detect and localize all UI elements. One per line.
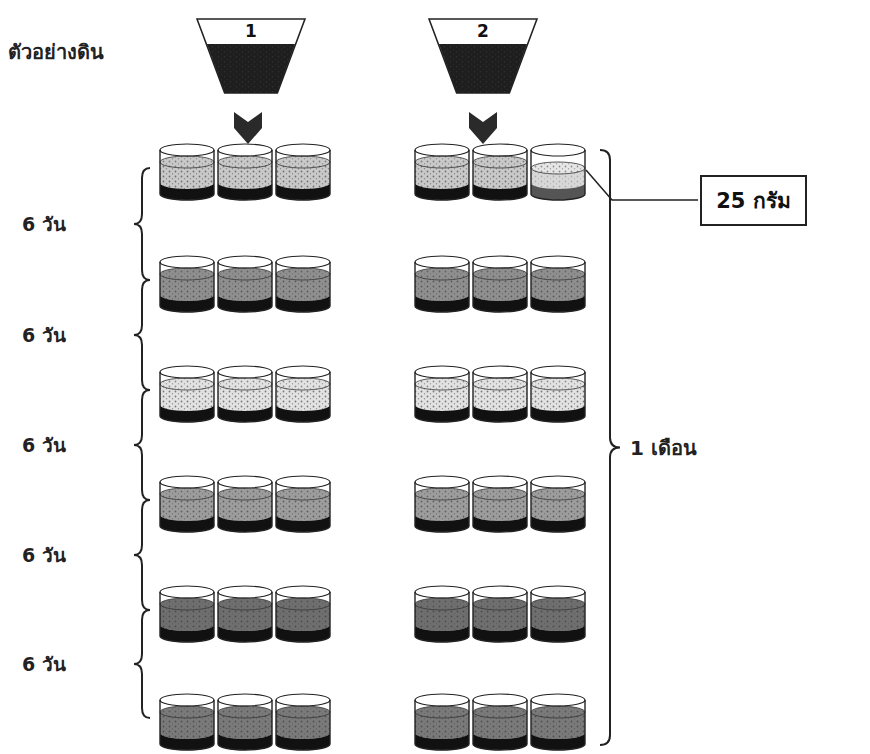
beaker — [218, 256, 272, 312]
beaker — [473, 694, 527, 750]
soil-container: 2 — [428, 18, 538, 94]
period-label: 1 เดือน — [630, 432, 697, 464]
soil-container: 1 — [196, 18, 306, 94]
beaker — [415, 694, 469, 750]
beaker — [160, 366, 214, 422]
interval-label: 6 วัน — [22, 320, 66, 350]
beaker — [160, 144, 214, 200]
sample-number: 1 — [196, 21, 306, 41]
beaker — [531, 256, 585, 312]
beaker — [531, 476, 585, 532]
down-arrow — [234, 112, 262, 144]
interval-label: 6 วัน — [22, 540, 66, 570]
interval-label: 6 วัน — [22, 649, 66, 679]
brace — [134, 500, 150, 610]
beaker — [415, 586, 469, 642]
beaker — [473, 366, 527, 422]
beaker — [531, 144, 585, 200]
beaker — [531, 694, 585, 750]
beaker — [276, 476, 330, 532]
brace — [134, 168, 150, 280]
beaker — [218, 144, 272, 200]
beaker — [276, 694, 330, 750]
interval-label: 6 วัน — [22, 430, 66, 460]
beaker — [415, 256, 469, 312]
callout-text: 25 กรัม — [716, 184, 791, 217]
down-arrow — [469, 112, 497, 144]
beaker — [160, 476, 214, 532]
beaker — [473, 144, 527, 200]
beaker — [218, 586, 272, 642]
brace — [134, 280, 150, 390]
beaker — [415, 144, 469, 200]
brace — [600, 150, 620, 745]
beaker — [415, 476, 469, 532]
beaker — [415, 366, 469, 422]
beaker — [531, 586, 585, 642]
brace — [134, 610, 150, 718]
beaker — [531, 366, 585, 422]
beaker — [276, 256, 330, 312]
beaker — [218, 476, 272, 532]
sample-label: ตัวอย่างดิน — [8, 36, 104, 68]
beaker — [160, 256, 214, 312]
beaker — [276, 144, 330, 200]
beaker — [218, 366, 272, 422]
beaker — [473, 586, 527, 642]
beaker — [160, 586, 214, 642]
brace — [134, 390, 150, 500]
sample-number: 2 — [428, 21, 538, 41]
leader-line — [586, 170, 698, 200]
beaker — [160, 694, 214, 750]
callout-box: 25 กรัม — [700, 175, 807, 226]
interval-label: 6 วัน — [22, 209, 66, 239]
beaker — [276, 366, 330, 422]
beaker — [218, 694, 272, 750]
beaker — [473, 256, 527, 312]
beaker — [276, 586, 330, 642]
beaker — [473, 476, 527, 532]
